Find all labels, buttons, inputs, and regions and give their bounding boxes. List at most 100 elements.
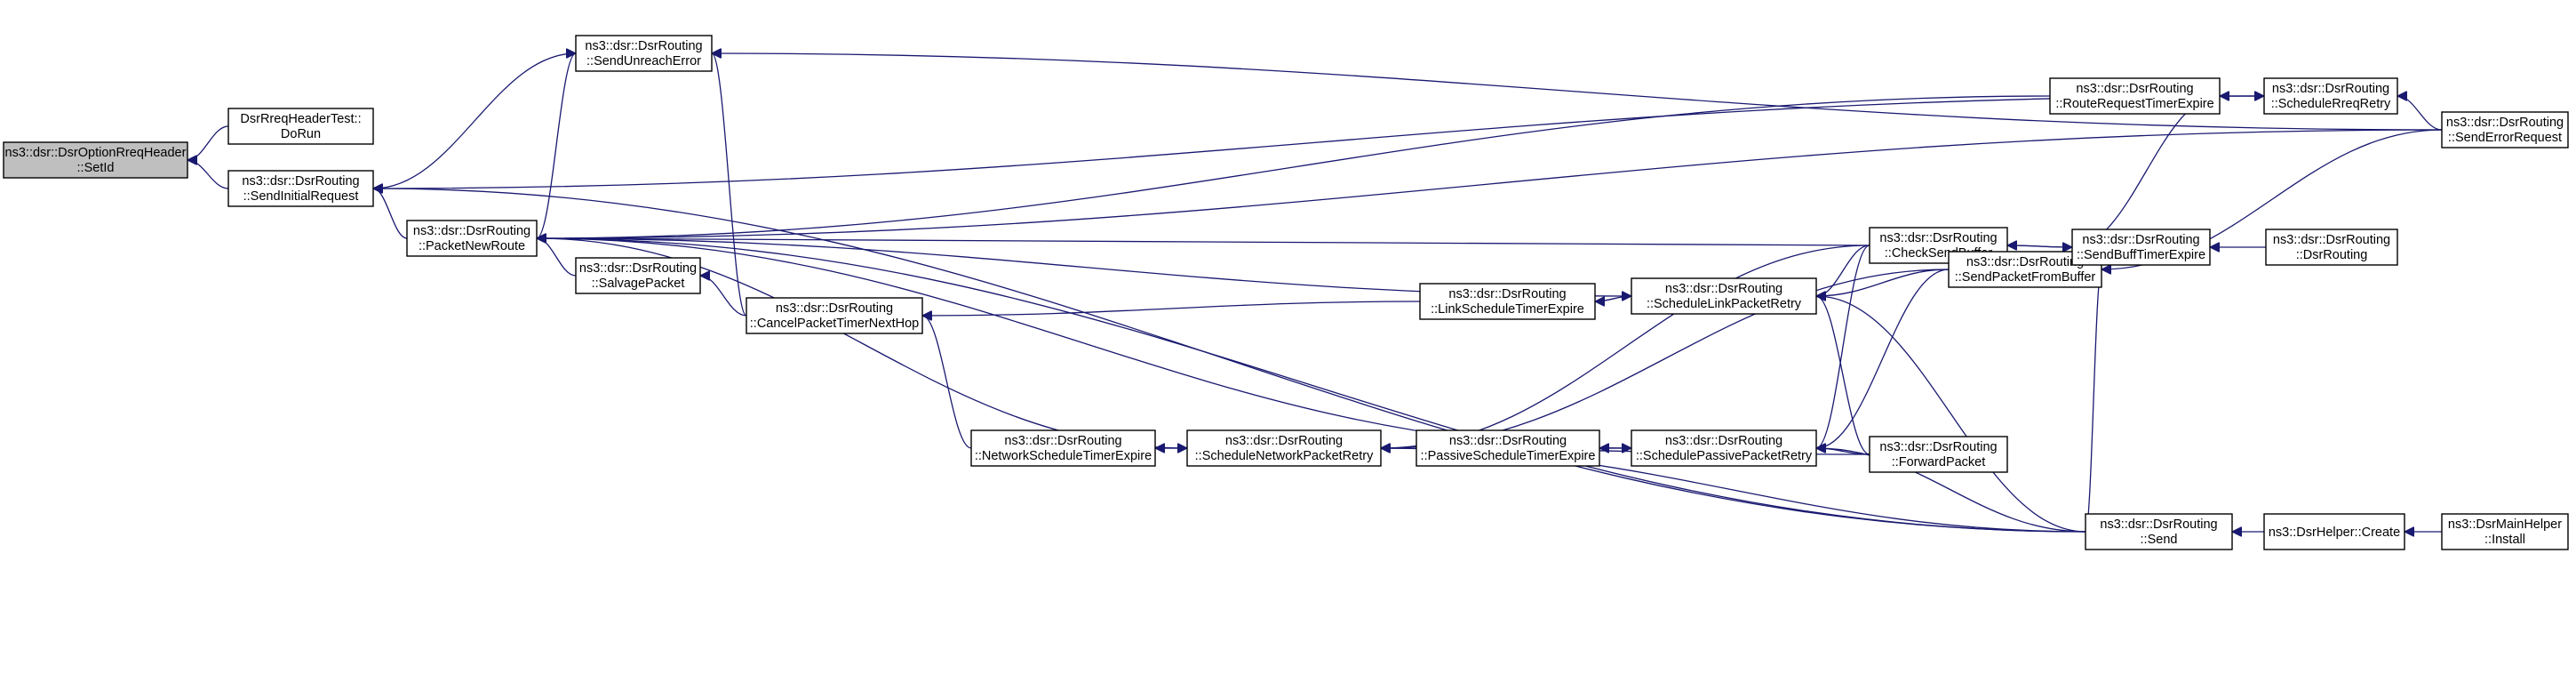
node-label-line1: ns3::dsr::DsrRouting <box>1665 434 1782 448</box>
node-box <box>2265 229 2398 266</box>
node-label-line2: ::SchedulePassivePacketRetry <box>1636 449 1813 463</box>
node-label-line1: ns3::DsrMainHelper <box>2448 518 2562 532</box>
edge-routereqtimer-to-packetnewroute <box>537 95 2051 238</box>
node-label-line1: ns3::dsr::DsrRouting <box>2273 233 2390 247</box>
edge-forwardpkt-to-schedlinkretry <box>1815 296 1870 455</box>
edge-salvage-to-packetnewroute <box>536 238 577 277</box>
node-label-line1: ns3::dsr::DsrRouting <box>1879 440 1997 454</box>
node-label-line1: ns3::dsr::DsrRouting <box>2076 82 2193 96</box>
node-box <box>1416 429 1600 467</box>
edge-checksendbuf-to-schednetretry <box>1381 245 1870 448</box>
edge-sendunreach-to-sendinitial <box>373 52 577 189</box>
node-label-line1: ns3::dsr::DsrRouting <box>413 224 530 238</box>
edge-linkschedtimer-to-schedlinkretry <box>1594 296 1631 302</box>
node-salvage[interactable]: ns3::dsr::DsrRouting::SalvagePacket <box>575 257 701 294</box>
node-schednetretry[interactable]: ns3::dsr::DsrRouting::ScheduleNetworkPac… <box>1186 429 1382 467</box>
node-label-line2: ::SendPacketFromBuffer <box>1955 270 2096 285</box>
node-label-line2: ::ForwardPacket <box>1892 455 1986 469</box>
edge-senderrorreq-to-sendunreach <box>712 53 2443 131</box>
node-box <box>3 141 188 179</box>
node-label-line1: ns3::dsr::DsrRouting <box>1966 255 2084 269</box>
node-label-line1: DsrRreqHeaderTest:: <box>240 112 361 126</box>
node-box <box>2441 111 2569 148</box>
node-label-line2: ::ScheduleLinkPacketRetry <box>1647 297 1802 311</box>
node-box <box>746 297 923 334</box>
node-label-line2: ::PassiveScheduleTimerExpire <box>1421 449 1596 463</box>
node-sendinitial[interactable]: ns3::dsr::DsrRouting::SendInitialRequest <box>227 170 374 207</box>
node-sendbufftimer[interactable]: ns3::dsr::DsrRouting::SendBuffTimerExpir… <box>2071 229 2211 266</box>
node-sendunreach[interactable]: ns3::dsr::DsrRouting::SendUnreachError <box>575 35 713 72</box>
node-label-line2: ::SendInitialRequest <box>243 189 359 204</box>
node-forwardpkt[interactable]: ns3::dsr::DsrRouting::ForwardPacket <box>1869 436 2008 473</box>
node-mainhelper[interactable]: ns3::DsrMainHelper::Install <box>2441 513 2569 550</box>
edge-dorun-to-setid <box>187 125 229 160</box>
edge-sendinitial-to-setid <box>187 160 229 189</box>
edge-send-to-schedpassretry <box>1816 448 2086 533</box>
edge-send-to-packetnewroute <box>537 238 2086 533</box>
node-helpercreate[interactable]: ns3::DsrHelper::Create <box>2263 513 2405 550</box>
node-label-line1: ns3::dsr::DsrRouting <box>579 261 697 276</box>
edge-send-to-sendpktbuf <box>2085 269 2102 533</box>
node-box <box>2049 77 2221 115</box>
edge-senderrorreq-to-packetnewroute <box>537 129 2443 238</box>
node-senderrorreq[interactable]: ns3::dsr::DsrRouting::SendErrorRequest <box>2441 111 2569 148</box>
node-label-line1: ns3::dsr::DsrRouting <box>1225 434 1343 448</box>
node-cancelpacket[interactable]: ns3::dsr::DsrRouting::CancelPacketTimerN… <box>746 297 923 334</box>
node-label-line1: ns3::dsr::DsrRouting <box>585 39 702 53</box>
node-box <box>227 170 374 207</box>
node-label-line2: ::CancelPacketTimerNextHop <box>750 317 919 331</box>
node-send[interactable]: ns3::dsr::DsrRouting::Send <box>2085 513 2233 550</box>
node-label-line1: ns3::dsr::DsrRouting <box>1004 434 1121 448</box>
node-box <box>575 35 713 72</box>
node-box <box>406 220 538 257</box>
node-box <box>2441 513 2569 550</box>
node-checksendbuf[interactable]: ns3::dsr::DsrRouting::CheckSendBuffer <box>1869 227 2008 264</box>
node-box <box>970 429 1156 467</box>
node-routereqtimer[interactable]: ns3::dsr::DsrRouting::RouteRequestTimerE… <box>2049 77 2221 115</box>
node-box <box>1631 277 1817 315</box>
edge-sendpktbuf-to-schedlinkretry <box>1816 269 1950 296</box>
node-label-line1: ns3::dsr::DsrRouting <box>1449 434 1567 448</box>
edge-packetnewroute-to-sendunreach <box>536 53 577 239</box>
node-dorun[interactable]: DsrRreqHeaderTest::DoRun <box>227 108 374 145</box>
node-box <box>1869 436 2008 473</box>
nodes-layer: ns3::dsr::DsrOptionRreqHeader::SetId DsrR… <box>3 35 2569 550</box>
node-label-line1: ns3::dsr::DsrRouting <box>242 174 359 189</box>
edge-schedrreqretry-to-sendinitial <box>373 95 2265 189</box>
node-label-line2: ::NetworkScheduleTimerExpire <box>975 449 1152 463</box>
node-label-line1: ns3::dsr::DsrRouting <box>1448 287 1566 301</box>
edge-packetnewroute-to-sendinitial <box>372 189 408 239</box>
node-label-line2: ::SetId <box>77 161 115 175</box>
node-label-line2: ::SalvagePacket <box>592 277 685 291</box>
node-box <box>2071 229 2211 266</box>
edge-netschedtimer-to-cancelpacket <box>921 316 972 449</box>
node-packetnewroute[interactable]: ns3::dsr::DsrRouting::PacketNewRoute <box>406 220 538 257</box>
node-label-line1: ns3::dsr::DsrRouting <box>1665 282 1782 296</box>
node-schedpassretry[interactable]: ns3::dsr::DsrRouting::SchedulePassivePac… <box>1631 429 1817 467</box>
node-schedrreqretry[interactable]: ns3::dsr::DsrRouting::ScheduleRreqRetry <box>2263 77 2398 115</box>
node-label-line2: ::ScheduleNetworkPacketRetry <box>1195 449 1374 463</box>
node-label-line2: ::RouteRequestTimerExpire <box>2055 97 2213 111</box>
node-linkschedtimer[interactable]: ns3::dsr::DsrRouting::LinkScheduleTimerE… <box>1419 283 1596 320</box>
edge-linkschedtimer-to-cancelpacket <box>922 301 1421 316</box>
node-label-line1: ns3::DsrHelper::Create <box>2269 526 2400 540</box>
node-label-line2: ::DsrRouting <box>2296 248 2368 262</box>
node-dsrrouting[interactable]: ns3::dsr::DsrRouting::DsrRouting <box>2265 229 2398 266</box>
node-schedlinkretry[interactable]: ns3::dsr::DsrRouting::ScheduleLinkPacket… <box>1631 277 1817 315</box>
edge-checksendbuf-to-schedpassretry <box>1815 245 1870 448</box>
node-passschedtimer[interactable]: ns3::dsr::DsrRouting::PassiveScheduleTim… <box>1416 429 1600 467</box>
node-label-line1: ns3::dsr::DsrRouting <box>2272 82 2389 96</box>
node-label-line1: ns3::dsr::DsrRouting <box>1879 231 1997 245</box>
node-box <box>2263 77 2398 115</box>
node-setid[interactable]: ns3::dsr::DsrOptionRreqHeader::SetId <box>3 141 188 179</box>
node-label-line2: ::Install <box>2484 533 2525 547</box>
node-netschedtimer[interactable]: ns3::dsr::DsrRouting::NetworkScheduleTim… <box>970 429 1156 467</box>
node-box <box>1631 429 1817 467</box>
edge-senderrorreq-to-schedrreqretry <box>2397 96 2443 131</box>
node-box <box>1186 429 1382 467</box>
node-box <box>575 257 701 294</box>
node-label-line2: ::Send <box>2141 533 2178 547</box>
edge-sendpktbuf-to-schedpassretry <box>1816 269 1950 448</box>
node-box <box>2085 513 2233 550</box>
